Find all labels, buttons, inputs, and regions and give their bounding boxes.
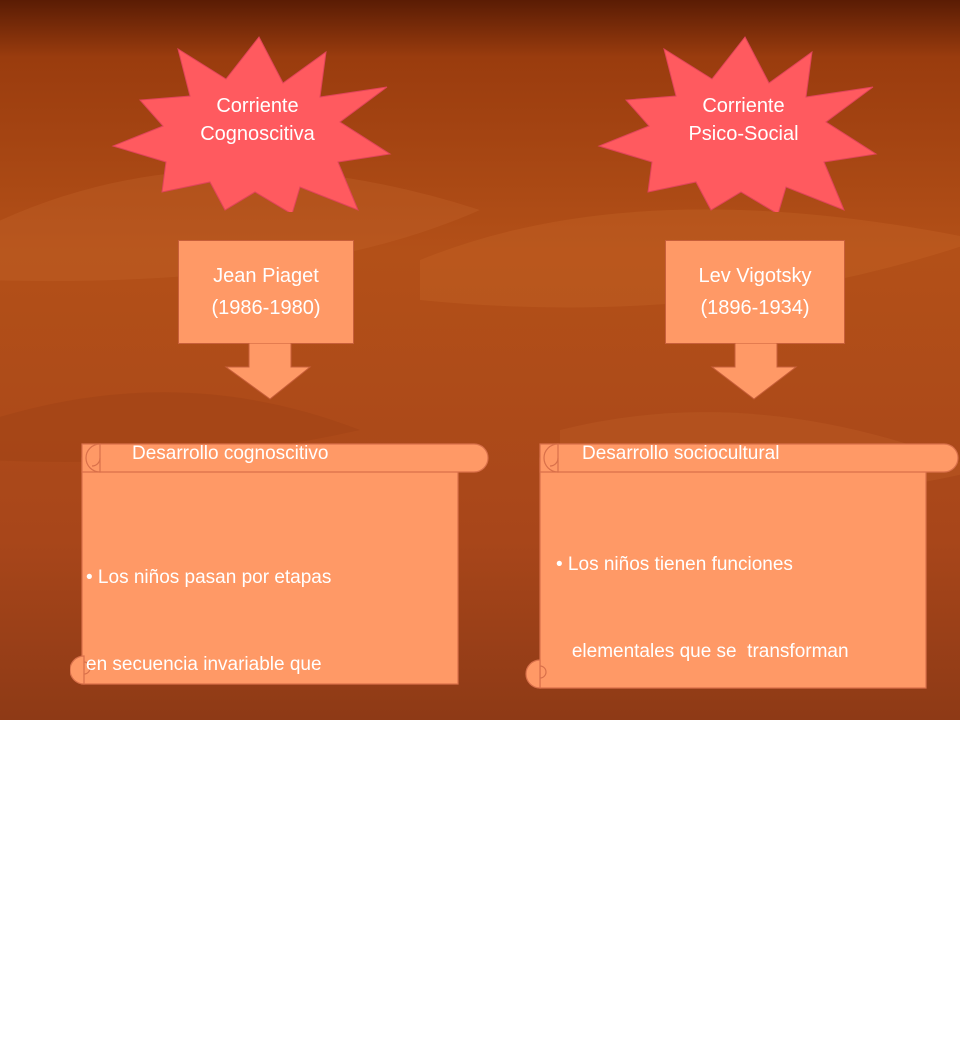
left-star-line2: Cognoscitiva — [200, 123, 315, 145]
right-star-label: Corriente Psico-Social — [666, 92, 821, 148]
left-scroll-line: • Los niños pasan por etapas — [86, 567, 332, 588]
left-author-box: Jean Piaget (1986-1980) — [178, 240, 354, 344]
right-scroll-line: de alguien más capaz. — [556, 989, 747, 1010]
right-scroll-line: en funciones mentales superiores, — [556, 728, 846, 749]
right-star-line2: Psico-Social — [688, 123, 799, 145]
left-scroll-line: en secuencia invariable que — [86, 654, 322, 675]
right-author-dates: (1896-1934) — [700, 297, 810, 319]
left-star-shape — [111, 36, 392, 212]
right-scroll-shape — [525, 443, 959, 689]
right-scroll-body: • Los niños tienen funciones elementales… — [556, 492, 849, 1043]
left-scroll-line: formal en la adolescencia. — [86, 1002, 307, 1023]
left-starburst — [111, 36, 392, 212]
left-scroll-line: en la infancia a la lógica — [86, 915, 300, 936]
right-author-name: Lev Vigotsky — [698, 265, 812, 287]
left-down-arrow — [224, 343, 312, 400]
right-starburst — [597, 36, 878, 212]
right-star-line1: Corriente — [702, 95, 785, 117]
left-star-label: Corriente Cognoscitiva — [180, 92, 335, 148]
right-scroll-line: elementales que se transforman — [556, 641, 849, 662]
left-scroll-line: pensamiento, de lo simbólico — [86, 828, 353, 849]
left-author-dates: (1986-1980) — [211, 297, 321, 319]
right-scroll-line: • Los niños tienen funciones — [556, 554, 793, 575]
right-scroll-line: competencia bajo la guía — [556, 902, 768, 923]
left-author-name: Jean Piaget — [213, 265, 319, 287]
left-star-line1: Corriente — [216, 95, 299, 117]
right-star-shape — [597, 36, 878, 212]
right-scroll-line: pasan a un mayor nivel de — [556, 815, 779, 836]
left-scroll-title: Desarrollo cognoscitivo — [132, 443, 329, 464]
right-scroll-title: Desarrollo sociocultural — [582, 443, 780, 464]
right-author-box: Lev Vigotsky (1896-1934) — [665, 240, 845, 344]
left-scroll-shape — [70, 443, 489, 685]
right-down-arrow — [710, 343, 798, 400]
left-scroll-line: propician el desarrollo del — [86, 741, 303, 762]
left-scroll-body: • Los niños pasan por etapas en secuenci… — [86, 505, 352, 1056]
leaf-decoration — [0, 169, 480, 282]
